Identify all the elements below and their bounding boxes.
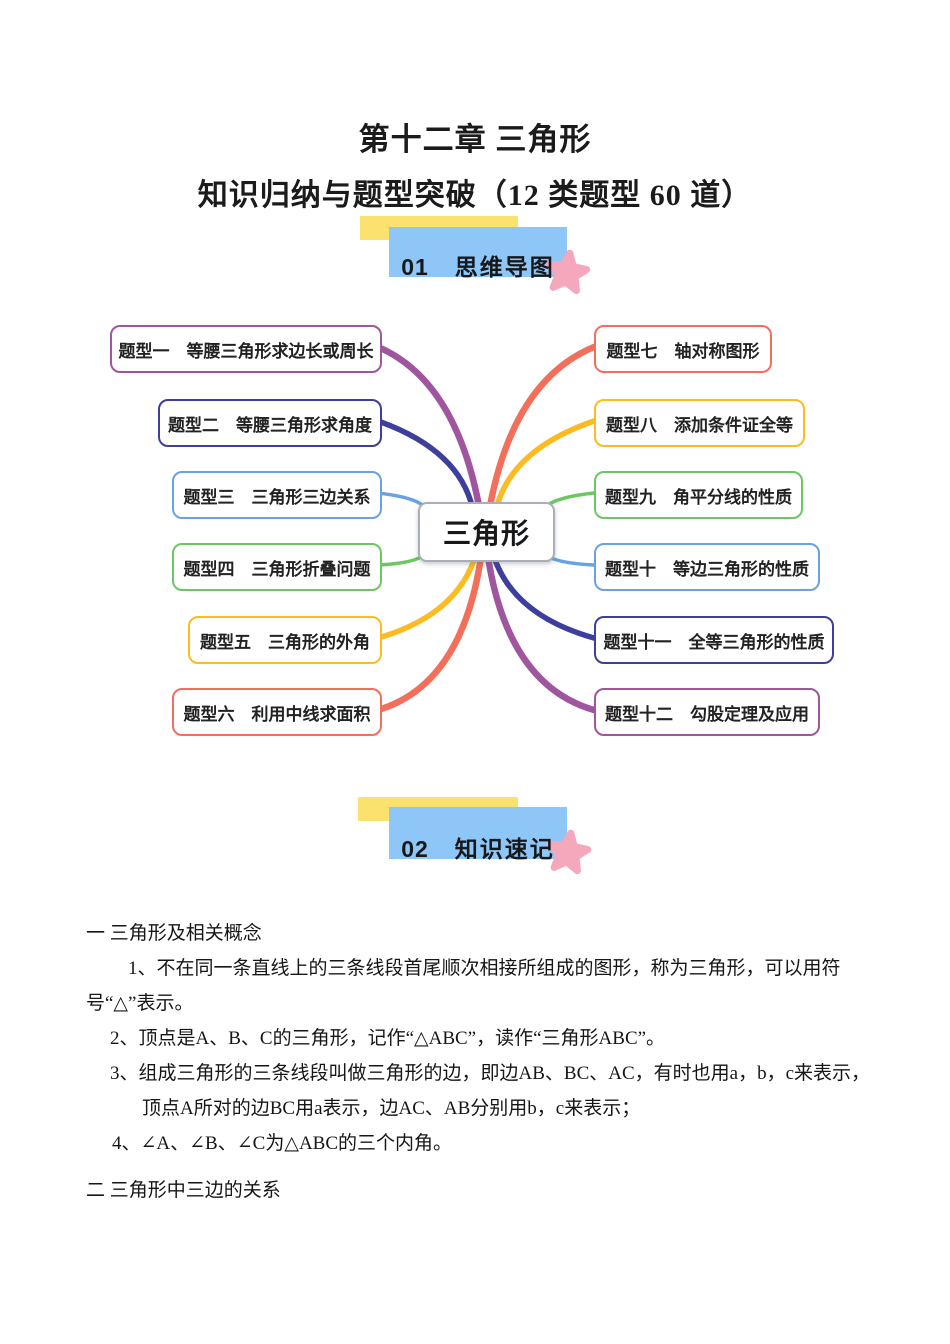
knowledge-heading-2: 二 三角形中三边的关系 bbox=[86, 1180, 281, 1201]
mindmap-node-5: 题型五 三角形的外角 bbox=[188, 616, 382, 664]
node-label: 题型十 等边三角形的性质 bbox=[605, 559, 809, 579]
star-icon bbox=[546, 829, 592, 875]
knowledge-item-1: 1、不在同一条直线上的三条线段首尾顺次相接所组成的图形，称为三角形，可以用符号“… bbox=[86, 958, 841, 1014]
star-outline bbox=[546, 829, 592, 875]
node-label: 题型五 三角形的外角 bbox=[200, 632, 370, 652]
section-01-number: 01 bbox=[401, 254, 429, 280]
node-label: 题型八 添加条件证全等 bbox=[606, 415, 793, 435]
connector-node-5 bbox=[375, 551, 479, 641]
mindmap-node-3: 题型三 三角形三边关系 bbox=[172, 471, 382, 519]
center-node-label: 三角形 bbox=[442, 518, 530, 549]
knowledge-item-4: 4、∠A、∠B、∠C为△ABC的三个内角。 bbox=[112, 1133, 453, 1154]
mindmap-node-11: 题型十一 全等三角形的性质 bbox=[594, 616, 834, 664]
mindmap: 题型一 等腰三角形求边长或周长 题型二 等腰三角形求角度 题型三 三角形三边关系… bbox=[80, 310, 870, 750]
node-label: 题型三 三角形三边关系 bbox=[183, 487, 371, 507]
knowledge-item-2: 2、顶点是A、B、C的三角形，记作“△ABC”，读作“三角形ABC”。 bbox=[110, 1028, 666, 1049]
connector-node-12 bbox=[484, 553, 598, 714]
connector-node-1 bbox=[374, 343, 483, 510]
banner-blue-panel bbox=[389, 807, 567, 859]
connector-node-7 bbox=[486, 343, 598, 510]
node-label: 题型六 利用中线求面积 bbox=[183, 704, 371, 724]
mindmap-node-10: 题型十 等边三角形的性质 bbox=[594, 543, 820, 591]
mindmap-node-4: 题型四 三角形折叠问题 bbox=[172, 543, 382, 591]
star-outline bbox=[545, 249, 591, 295]
page-subtitle: 知识归纳与题型突破（12 类题型 60 道） bbox=[197, 179, 753, 212]
mindmap-node-12: 题型十二 勾股定理及应用 bbox=[594, 688, 820, 736]
section-02-heading: 02 知识速记 bbox=[389, 830, 567, 864]
node-label: 题型十二 勾股定理及应用 bbox=[605, 704, 809, 724]
connector-node-6 bbox=[374, 553, 485, 714]
knowledge-item-3: 3、组成三角形的三条线段叫做三角形的边，即边AB、BC、AC，有时也用a，b，c… bbox=[110, 1063, 871, 1119]
section-02-number: 02 bbox=[401, 836, 429, 862]
connector-node-8 bbox=[493, 418, 597, 513]
connector-node-2 bbox=[375, 418, 476, 513]
node-label: 题型九 角平分线的性质 bbox=[605, 487, 792, 507]
mindmap-node-6: 题型六 利用中线求面积 bbox=[172, 688, 382, 736]
mindmap-node-2: 题型二 等腰三角形求角度 bbox=[158, 399, 382, 447]
node-label: 题型一 等腰三角形求边长或周长 bbox=[118, 341, 374, 361]
star-icon bbox=[545, 249, 591, 295]
page-title: 第十二章 三角形 bbox=[358, 122, 592, 157]
node-label: 题型十一 全等三角形的性质 bbox=[603, 632, 825, 652]
mindmap-node-9: 题型九 角平分线的性质 bbox=[594, 471, 803, 519]
mindmap-node-7: 题型七 轴对称图形 bbox=[594, 325, 772, 373]
mindmap-node-8: 题型八 添加条件证全等 bbox=[594, 399, 805, 447]
node-label: 题型七 轴对称图形 bbox=[606, 341, 760, 361]
node-label: 题型四 三角形折叠问题 bbox=[183, 559, 371, 579]
connector-node-11 bbox=[490, 551, 597, 641]
knowledge-heading-1: 一 三角形及相关概念 bbox=[86, 923, 262, 944]
banner-blue-panel bbox=[389, 227, 567, 277]
mindmap-node-1: 题型一 等腰三角形求边长或周长 bbox=[110, 325, 382, 373]
knowledge-section: 一 三角形及相关概念 1、不在同一条直线上的三条线段首尾顺次相接所组成的图形，称… bbox=[86, 916, 878, 1208]
mindmap-center-node: 三角形 bbox=[418, 502, 555, 562]
section-02-title: 知识速记 bbox=[454, 836, 555, 862]
section-01-heading: 01 思维导图 bbox=[389, 248, 567, 282]
node-label: 题型二 等腰三角形求角度 bbox=[168, 415, 372, 435]
section-01-title: 思维导图 bbox=[454, 254, 555, 280]
